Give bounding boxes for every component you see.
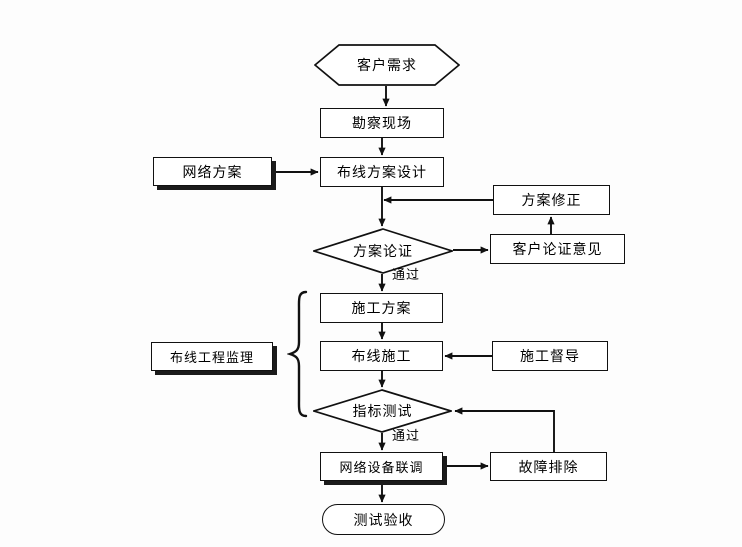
edge-label-text: 通过 <box>392 429 421 444</box>
node-label: 测试验收 <box>353 512 414 529</box>
node-cabling-scheme-design[interactable]: 布线方案设计 <box>320 157 444 187</box>
node-label: 网络设备联调 <box>339 461 424 476</box>
node-troubleshooting[interactable]: 故障排除 <box>490 452 607 481</box>
node-label: 方案论证 <box>353 244 413 260</box>
node-label: 方案修正 <box>521 193 582 209</box>
arrow-group <box>273 86 555 503</box>
edge-label-pass-scheme: 通过 <box>392 264 420 283</box>
node-label: 布线施工 <box>351 349 412 365</box>
node-network-plan[interactable]: 网络方案 <box>153 157 272 186</box>
node-label: 勘察现场 <box>352 116 412 132</box>
hexagon-shape <box>314 44 460 86</box>
edge-label-text: 通过 <box>392 268 421 283</box>
node-label: 布线方案设计 <box>337 165 427 181</box>
node-label: 客户需求 <box>357 58 417 74</box>
node-customer-review-opinion[interactable]: 客户论证意见 <box>490 234 625 264</box>
node-test-acceptance[interactable]: 测试验收 <box>322 504 445 535</box>
node-label: 指标测试 <box>352 404 413 420</box>
node-label: 施工方案 <box>351 301 412 317</box>
node-cabling-construction[interactable]: 布线施工 <box>320 341 443 371</box>
node-network-device-commissioning[interactable]: 网络设备联调 <box>320 452 443 481</box>
node-label: 故障排除 <box>518 459 579 476</box>
node-site-survey[interactable]: 勘察现场 <box>320 108 444 138</box>
node-cabling-supervision[interactable]: 布线工程监理 <box>151 342 273 371</box>
node-label: 施工督导 <box>520 349 580 365</box>
diamond-shape <box>313 228 453 274</box>
node-label: 网络方案 <box>182 164 243 181</box>
grouping-brace <box>286 290 309 418</box>
diamond-shape <box>313 389 452 433</box>
node-label: 客户论证意见 <box>512 242 603 258</box>
node-construction-supervision[interactable]: 施工督导 <box>492 341 608 371</box>
node-scheme-revision[interactable]: 方案修正 <box>493 185 610 215</box>
node-construction-plan[interactable]: 施工方案 <box>320 293 443 323</box>
node-scheme-review-decision[interactable]: 方案论证 <box>313 228 453 274</box>
edge-guzhang-to-zhibiao <box>454 407 555 452</box>
edge-label-pass-test: 通过 <box>392 425 420 444</box>
node-customer-requirement[interactable]: 客户需求 <box>314 44 460 86</box>
node-label: 布线工程监理 <box>169 351 254 366</box>
node-metric-test-decision[interactable]: 指标测试 <box>313 389 452 433</box>
